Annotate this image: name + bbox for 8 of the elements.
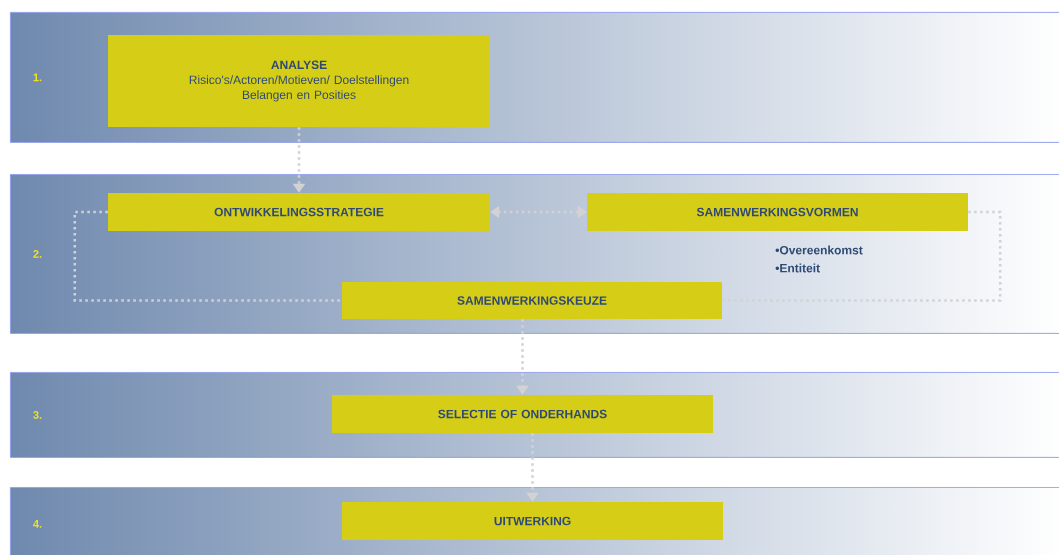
bullet-item: •Entiteit	[775, 263, 820, 273]
step-box: SAMENWERKINGSVORMEN	[587, 193, 968, 231]
step-box: SAMENWERKINGSKEUZE	[342, 282, 722, 319]
step-box: ONTWIKKELINGSSTRATEGIE	[108, 193, 490, 231]
step-box: UITWERKING	[342, 502, 723, 540]
bullet-item: •Overeenkomst	[775, 245, 863, 255]
step-box: ANALYSE Risico's/Actoren/Motieven/ Doelstellingen Belangen en Posities	[108, 35, 490, 127]
step-box: SELECTIE OF ONDERHANDS	[332, 395, 713, 433]
